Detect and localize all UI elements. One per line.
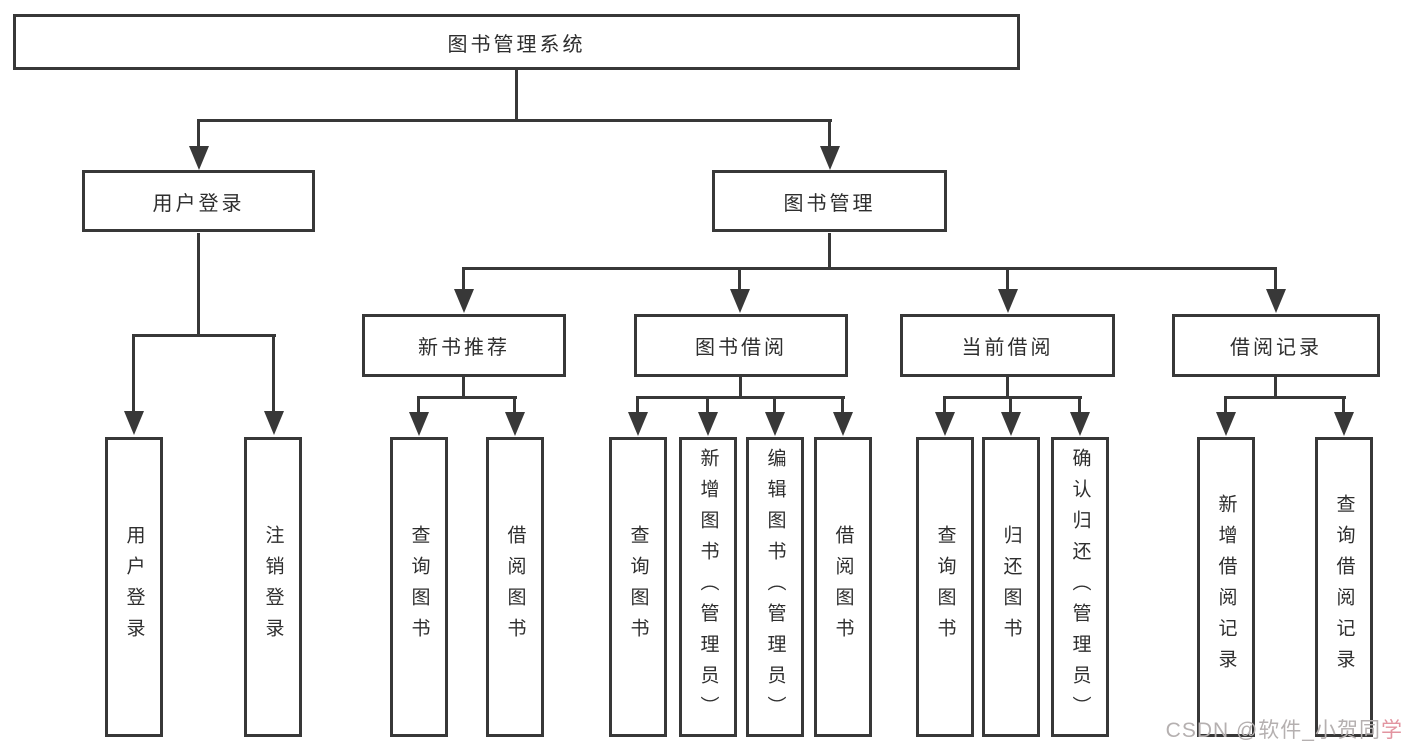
connector-line	[706, 396, 709, 414]
leaf-query-books-borrow: 查询图书	[609, 437, 667, 737]
csdn-watermark-text: CSDN @软件_小贺同	[1165, 719, 1381, 742]
arrowhead-icon	[454, 289, 474, 313]
leaf-user-login: 用户登录	[105, 437, 163, 737]
arrowhead-icon	[935, 412, 955, 436]
leaf-logout-label: 注销登录	[262, 525, 284, 649]
node-book-borrow: 图书借阅	[634, 314, 848, 377]
leaf-borrow-books-borrow: 借阅图书	[814, 437, 872, 737]
connector-line	[417, 396, 517, 399]
leaf-borrow-books-borrow-label: 借阅图书	[832, 525, 854, 649]
connector-line	[462, 267, 465, 291]
csdn-watermark-text-end: 学	[1381, 719, 1403, 742]
leaf-logout: 注销登录	[244, 437, 302, 737]
node-book-management: 图书管理	[712, 170, 947, 232]
connector-line	[841, 396, 844, 414]
connector-line	[1274, 377, 1277, 399]
connector-line	[1009, 396, 1012, 414]
connector-line	[1006, 377, 1009, 399]
connector-line	[462, 377, 465, 399]
leaf-query-borrow-record: 查询借阅记录	[1315, 437, 1373, 737]
connector-line	[636, 396, 845, 399]
connector-line	[132, 334, 276, 337]
arrowhead-icon	[730, 289, 750, 313]
arrowhead-icon	[1070, 412, 1090, 436]
connector-line	[272, 334, 275, 413]
arrowhead-icon	[264, 411, 284, 435]
connector-line	[1274, 267, 1277, 291]
leaf-query-borrow-record-label: 查询借阅记录	[1333, 494, 1355, 680]
arrowhead-icon	[1001, 412, 1021, 436]
arrowhead-icon	[628, 412, 648, 436]
arrowhead-icon	[1216, 412, 1236, 436]
connector-line	[739, 377, 742, 399]
connector-line	[738, 267, 741, 291]
leaf-query-books-recommend: 查询图书	[390, 437, 448, 737]
leaf-edit-books-admin-label: 编辑图书（管理员）	[764, 447, 786, 727]
leaf-confirm-return-admin-label: 确认归还（管理员）	[1069, 447, 1091, 727]
connector-line	[1224, 396, 1346, 399]
leaf-user-login-label: 用户登录	[123, 525, 145, 649]
arrowhead-icon	[1334, 412, 1354, 436]
connector-line	[828, 119, 831, 150]
connector-line	[132, 334, 135, 413]
arrowhead-icon	[998, 289, 1018, 313]
connector-line	[462, 267, 1277, 270]
connector-line	[773, 396, 776, 414]
leaf-add-books-admin: 新增图书（管理员）	[679, 437, 737, 737]
csdn-watermark: CSDN @软件_小贺同学	[1166, 714, 1403, 744]
connector-line	[197, 119, 832, 122]
arrowhead-icon	[765, 412, 785, 436]
leaf-add-borrow-record: 新增借阅记录	[1197, 437, 1255, 737]
connector-line	[1342, 396, 1345, 414]
connector-line	[943, 396, 946, 414]
connector-line	[197, 233, 200, 337]
arrowhead-icon	[189, 146, 209, 170]
leaf-edit-books-admin: 编辑图书（管理员）	[746, 437, 804, 737]
leaf-query-books-recommend-label: 查询图书	[408, 525, 430, 649]
leaf-add-books-admin-label: 新增图书（管理员）	[697, 447, 719, 727]
node-current-borrow: 当前借阅	[900, 314, 1115, 377]
arrowhead-icon	[698, 412, 718, 436]
arrowhead-icon	[833, 412, 853, 436]
leaf-query-books-current: 查询图书	[916, 437, 974, 737]
leaf-query-books-borrow-label: 查询图书	[627, 525, 649, 649]
arrowhead-icon	[124, 411, 144, 435]
leaf-add-borrow-record-label: 新增借阅记录	[1215, 494, 1237, 680]
arrowhead-icon	[409, 412, 429, 436]
leaf-return-books: 归还图书	[982, 437, 1040, 737]
connector-line	[943, 396, 1082, 399]
connector-line	[1078, 396, 1081, 414]
arrowhead-icon	[820, 146, 840, 170]
leaf-borrow-books-recommend-label: 借阅图书	[504, 525, 526, 649]
leaf-confirm-return-admin: 确认归还（管理员）	[1051, 437, 1109, 737]
leaf-query-books-current-label: 查询图书	[934, 525, 956, 649]
connector-line	[513, 396, 516, 414]
connector-line	[515, 70, 518, 121]
connector-line	[197, 119, 200, 150]
arrowhead-icon	[505, 412, 525, 436]
connector-line	[828, 233, 831, 270]
node-root: 图书管理系统	[13, 14, 1020, 70]
connector-line	[1006, 267, 1009, 291]
arrowhead-icon	[1266, 289, 1286, 313]
connector-line	[1224, 396, 1227, 414]
connector-line	[417, 396, 420, 414]
node-user-login: 用户登录	[82, 170, 315, 232]
connector-line	[636, 396, 639, 414]
leaf-borrow-books-recommend: 借阅图书	[486, 437, 544, 737]
node-new-book-recommend: 新书推荐	[362, 314, 566, 377]
leaf-return-books-label: 归还图书	[1000, 525, 1022, 649]
node-borrow-records: 借阅记录	[1172, 314, 1380, 377]
